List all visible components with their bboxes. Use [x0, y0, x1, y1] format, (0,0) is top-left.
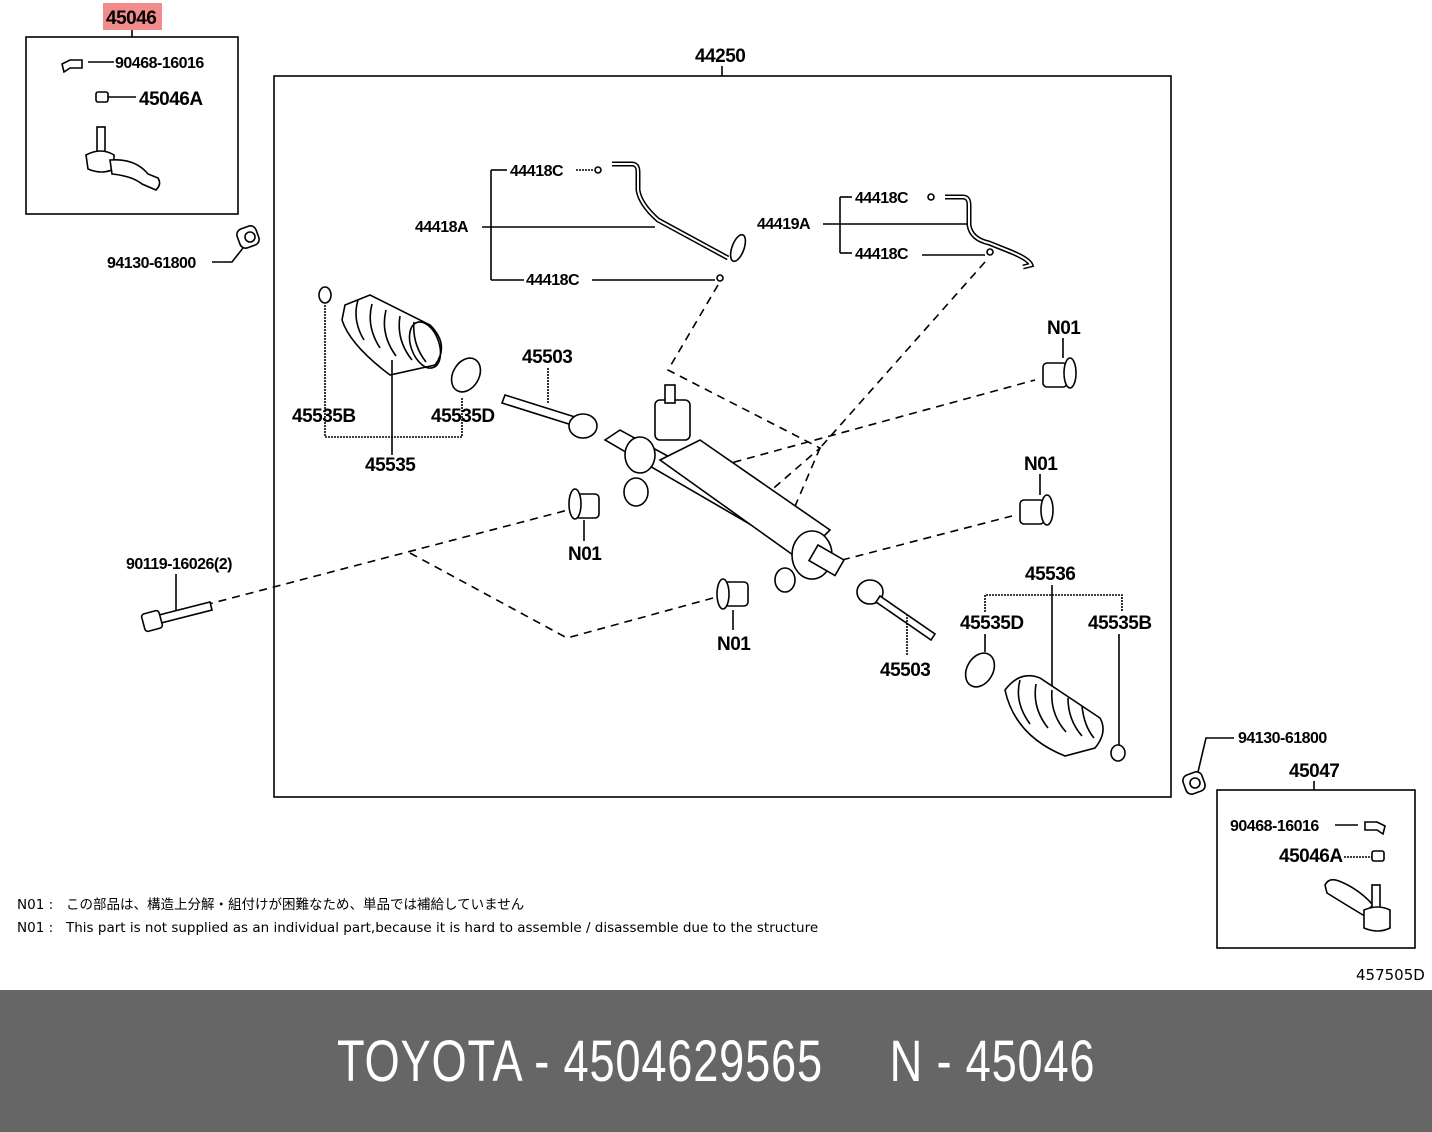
part-label-45046A[interactable]: 45046A: [1279, 846, 1344, 867]
part-label-44418C[interactable]: 44418C: [855, 190, 909, 207]
diagram-code: 457505D: [1356, 966, 1425, 984]
part-label-45047[interactable]: 45047: [1289, 761, 1340, 782]
rack-assembly-box: [273, 75, 1172, 798]
part-label-N01[interactable]: N01: [1047, 318, 1082, 339]
part-label-44418C[interactable]: 44418C: [855, 246, 909, 263]
part-label-45535D[interactable]: 45535D: [960, 613, 1024, 634]
part-label-45536[interactable]: 45536: [1025, 564, 1076, 585]
part-label-45503[interactable]: 45503: [522, 347, 573, 368]
boot-clamp-icon: [318, 286, 332, 304]
part-label-N01[interactable]: N01: [1024, 454, 1059, 475]
part-label-N01[interactable]: N01: [717, 634, 752, 655]
part-label-45046A[interactable]: 45046A: [139, 89, 204, 110]
part-label-44418A[interactable]: 44418A: [415, 219, 469, 236]
bolt-group[interactable]: 90119-16026(2): [126, 556, 233, 633]
part-label-45535B[interactable]: 45535B: [1088, 613, 1152, 634]
note-code: N01 :: [17, 920, 53, 936]
part-label-N01[interactable]: N01: [568, 544, 603, 565]
bellows-boot-icon: [341, 294, 443, 376]
tie-rod-end-right-box: [1216, 789, 1416, 949]
highlight-box: [103, 3, 162, 30]
cotter-pin-icon: [1364, 821, 1386, 836]
tie-rod-end-left-group[interactable]: 45046 90468-16016 45046A: [25, 3, 239, 215]
tie-rod-end-right-group[interactable]: 45047 90468-16016 45046A: [1216, 761, 1416, 949]
bushing-N01-left[interactable]: N01: [568, 488, 603, 565]
part-label-44418C[interactable]: 44418C: [510, 163, 564, 180]
part-label-94130-61800[interactable]: 94130-61800: [1238, 730, 1328, 747]
bellows-boot-icon: [1004, 674, 1104, 757]
tie-rod-icon: [856, 579, 937, 642]
bushing-N01-bottom[interactable]: N01: [716, 578, 752, 655]
part-label-90119-16026[interactable]: 90119-16026(2): [126, 556, 233, 573]
bushing-icon: [716, 578, 749, 610]
part-label-45535D[interactable]: 45535D: [431, 406, 495, 427]
cotter-pin-icon: [61, 59, 83, 74]
nut-icon: [95, 91, 109, 103]
part-label-90468-16016[interactable]: 90468-16016: [115, 55, 205, 72]
part-label-45535[interactable]: 45535: [365, 455, 417, 476]
tie-rod-end-icon: [85, 126, 161, 191]
boot-clamp-icon: [964, 652, 996, 688]
note-text-japanese: この部品は、構造上分解・組付けが困難なため、単品では補給していません: [66, 897, 524, 913]
tie-rod-end-left-box: [25, 36, 239, 215]
part-label-90468-16016[interactable]: 90468-16016: [1230, 818, 1320, 835]
bushing-icon: [1019, 494, 1054, 526]
part-label-45535B[interactable]: 45535B: [292, 406, 356, 427]
part-label-44418C[interactable]: 44418C: [526, 272, 580, 289]
boot-left-group[interactable]: 45535B 45535D 45535: [292, 286, 495, 476]
boot-right-group[interactable]: 45536 45535D 45535B: [960, 564, 1152, 762]
tube-44419A-group[interactable]: 44418C 44419A 44418C: [757, 190, 1035, 270]
nut-icon: [1182, 771, 1206, 795]
parts-diagram: 45046 90468-16016 45046A 94130-61800 442: [17, 3, 1425, 984]
part-label-94130-61800[interactable]: 94130-61800: [107, 255, 197, 272]
bushing-icon: [568, 488, 600, 520]
nut-icon: [236, 225, 260, 249]
bushing-nut-left-group[interactable]: 94130-61800: [107, 224, 261, 272]
tie-rod-left-group[interactable]: 45503: [500, 347, 598, 439]
bushing-nut-right-group[interactable]: 94130-61800: [1181, 730, 1328, 796]
tie-rod-end-icon: [1324, 878, 1391, 932]
part-label-44419A[interactable]: 44419A: [757, 216, 811, 233]
boot-clamp-icon: [1110, 744, 1126, 762]
note-code: N01 :: [17, 897, 53, 913]
note-text-english: This part is not supplied as an individu…: [65, 920, 818, 936]
fluid-tube-icon: [612, 161, 747, 263]
tie-rod-icon: [500, 394, 598, 439]
nut-icon: [1371, 850, 1385, 862]
steering-rack-icon: [603, 384, 846, 593]
part-label-44250[interactable]: 44250: [695, 46, 746, 67]
part-label-45046[interactable]: 45046: [106, 8, 157, 29]
bushing-N01-right-lower[interactable]: N01: [1019, 454, 1059, 526]
bushing-icon: [1042, 357, 1077, 389]
bolt-icon: [140, 601, 213, 633]
part-label-45503[interactable]: 45503: [880, 660, 931, 681]
bushing-N01-right-upper[interactable]: N01: [1042, 318, 1082, 389]
footnotes: N01 : この部品は、構造上分解・組付けが困難なため、単品では補給していません…: [17, 897, 818, 936]
tube-44418A-group[interactable]: 44418C 44418A 44418C: [415, 161, 748, 289]
connection-lines: [204, 261, 1036, 639]
tie-rod-right-group[interactable]: 45503: [856, 579, 937, 681]
boot-clamp-icon: [450, 357, 482, 393]
part-number-banner: TOYOTA - 4504629565 N - 45046: [0, 990, 1432, 1132]
fluid-tube-icon: [945, 194, 1035, 270]
part-number-text: TOYOTA - 4504629565 N - 45046: [336, 1028, 1096, 1094]
